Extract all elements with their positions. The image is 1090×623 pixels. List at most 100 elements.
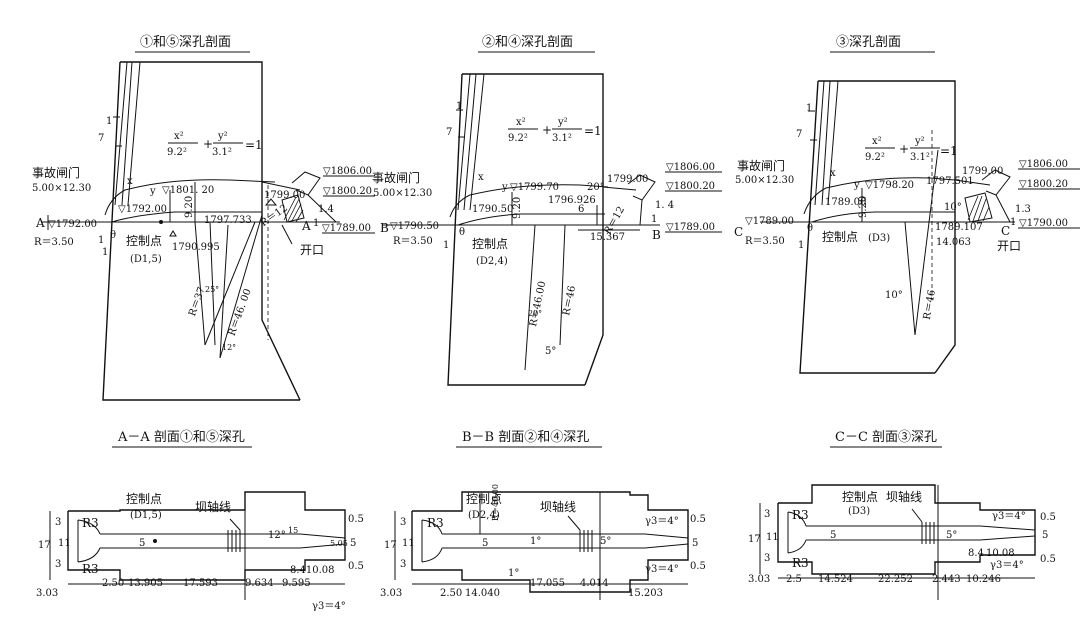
sec1-section-mark-a2: A	[301, 219, 311, 233]
sec2-elev-1789: ▽1789.00	[666, 222, 715, 233]
sec3-radius-46: R＝46	[922, 289, 938, 321]
sec1-angle-12: 12°	[222, 343, 236, 352]
sec3-angle-10b: 10°	[885, 290, 903, 301]
sec3-slope: 1.3	[1015, 204, 1031, 215]
sec2-seven: 7	[446, 127, 452, 138]
section-2-drawing: 9.20 事故闸门 5.00×12.30 B ▽1790.50 R＝3.50 1…	[372, 73, 722, 386]
sec2-elev-inlet: ▽1790.50	[390, 221, 439, 232]
sec3-length: 14.063	[936, 237, 971, 248]
sec2-x-label: x	[478, 172, 484, 183]
sec3-section-mark-c2: C	[1001, 224, 1010, 238]
sec1-ellipse-eq: =1	[245, 138, 263, 152]
sec1-control-point: 控制点	[126, 234, 162, 248]
sec2-elev-1790-5: 1790.50	[472, 204, 513, 215]
plan2-dim-4: 4.014	[580, 578, 609, 589]
plan1-control-point: 控制点	[126, 492, 162, 506]
sec1-elev-1790995: 1790.995	[172, 242, 220, 253]
plan1-gamma: γ3＝4°	[312, 601, 346, 612]
sec3-elev-1800-2: ▽1800.20	[1019, 179, 1068, 190]
plan2-gamma-a: γ3＝4°	[645, 516, 679, 527]
sec1-elev-1792: ▽1792.00	[118, 204, 167, 215]
plan1-height-17: 17	[38, 540, 51, 551]
sec1-one-d: 1	[313, 218, 319, 229]
sec2-section-mark-b2: B	[652, 228, 661, 242]
plan-title-2: B－B 剖面②和④深孔	[462, 430, 589, 445]
sec3-elev-1789107: 1789.107	[935, 222, 983, 233]
plan1-h15: 15	[288, 526, 298, 535]
sec3-elev-inlet: ▽1789.00	[745, 216, 794, 227]
plan3-control-point: 控制点	[842, 490, 878, 504]
sec1-slope: 1.4	[318, 204, 334, 215]
plan-title-1: A－A 剖面①和⑤深孔	[117, 430, 245, 445]
plan3-dim-0: 3.03	[748, 574, 770, 585]
sec1-one-c: 1	[106, 116, 112, 127]
plan1-h05b: 0.5	[348, 561, 364, 572]
sec3-y-label: y	[853, 180, 860, 191]
sec2-gate-label: 事故闸门	[372, 170, 420, 185]
sec2-one-c: 1	[456, 101, 462, 112]
plan1-radius-3b: R3	[82, 562, 99, 576]
sec1-ellipse-y: y²	[217, 131, 228, 142]
sec2-ellipse-b: 3.1²	[552, 133, 572, 144]
sec2-ellipse-plus: +	[542, 123, 552, 137]
plan3-dim-1008: 10.08	[986, 548, 1015, 559]
sec3-x-label: x	[830, 168, 836, 179]
plan1-dim-8410: 8.410.08	[290, 565, 335, 576]
plan1-height-3a: 3	[55, 517, 61, 528]
sec1-gate-label: 事故闸门	[32, 165, 80, 180]
sec1-elev-1797733: 1797.733	[204, 215, 252, 226]
plan2-control-point: 控制点	[466, 492, 502, 506]
sec3-elev-1789: 1789.00	[825, 197, 866, 208]
sec2-ellipse-a: 9.2²	[508, 133, 528, 144]
plan3-dim-2: 14.524	[818, 574, 853, 585]
sec3-opening: 开口	[997, 239, 1021, 253]
sec3-elev-1798-2: ▽1798.20	[865, 180, 914, 191]
plan2-angle-1: 1°	[530, 536, 541, 547]
plan-3-drawing: 17 3 11 3 R3 R3 5 控制点 (D3) 坝轴线 5° γ3＝4° …	[748, 484, 1056, 600]
sec2-height-9-20: 9.20	[512, 197, 523, 219]
plan3-height-11: 11	[766, 532, 779, 543]
plan2-h05b: 0.5	[690, 561, 706, 572]
plan3-dim-3: 22.252	[878, 574, 913, 585]
section-3-drawing: 9.20 事故闸门 5.00×12.30 C ▽1789.00 R＝3.50 1…	[734, 80, 1080, 374]
sec2-angle-20b: 20°	[528, 309, 542, 318]
sec2-six: 6	[578, 204, 584, 215]
plan-title-3: C－C 剖面③深孔	[835, 430, 937, 445]
sec2-radius-inlet: R＝3.50	[393, 236, 433, 247]
sec3-ellipse-eq: =1	[940, 144, 958, 158]
plan-1-drawing: 17 3 11 3 R3 R3 5 控制点 (D1,5) 坝轴线 12° 15 …	[36, 491, 364, 612]
plan2-height-3b: 3	[400, 559, 406, 570]
plan1-dim-1: 2.50	[102, 578, 124, 589]
plan1-control-point-id: (D1,5)	[130, 510, 162, 521]
sec2-elev-1796926: 1796.926	[548, 195, 596, 206]
plan2-h5r: 5	[692, 538, 698, 549]
plan3-gamma-b: γ3＝4°	[990, 560, 1024, 571]
plan3-height-17: 17	[748, 534, 761, 545]
plan2-height-11: 11	[402, 538, 415, 549]
plan2-width-5: 5	[482, 538, 488, 549]
sec2-one-a: 1	[443, 240, 449, 251]
section-title-3: ③深孔剖面	[836, 35, 901, 50]
plan3-dim-4: 2.443	[932, 574, 961, 585]
sec3-radius-inlet: R＝3.50	[745, 236, 785, 247]
plan3-height-3b: 3	[764, 553, 770, 564]
sec3-seven: 7	[796, 129, 802, 140]
plan2-control-point-id: (D2,4)	[468, 510, 500, 521]
sec1-angle-25: 25°	[205, 285, 219, 294]
sec2-ellipse-x: x²	[516, 117, 526, 128]
sec1-seven: 7	[98, 133, 104, 144]
plan1-dim-4: 9.634	[245, 578, 274, 589]
sec2-section-mark-b: B	[380, 221, 389, 235]
sec2-angle-5: 5°	[545, 346, 556, 357]
plan1-radius-3a: R3	[82, 516, 99, 530]
sec2-ellipse-eq: =1	[584, 124, 602, 138]
sec1-opening: 开口	[300, 243, 324, 257]
plan2-dim-0: 3.03	[380, 588, 402, 599]
plan2-angle-1b: 1°	[508, 568, 519, 579]
sec3-elev-1806: ▽1806.00	[1019, 159, 1068, 170]
plan1-r505: 5.05	[330, 539, 348, 548]
plan2-dam-axis: 坝轴线	[540, 499, 576, 514]
plan1-angle-12: 12°	[268, 530, 286, 541]
sec1-elev-inlet: ▽1792.00	[48, 219, 97, 230]
plan2-h05a: 0.5	[690, 514, 706, 525]
